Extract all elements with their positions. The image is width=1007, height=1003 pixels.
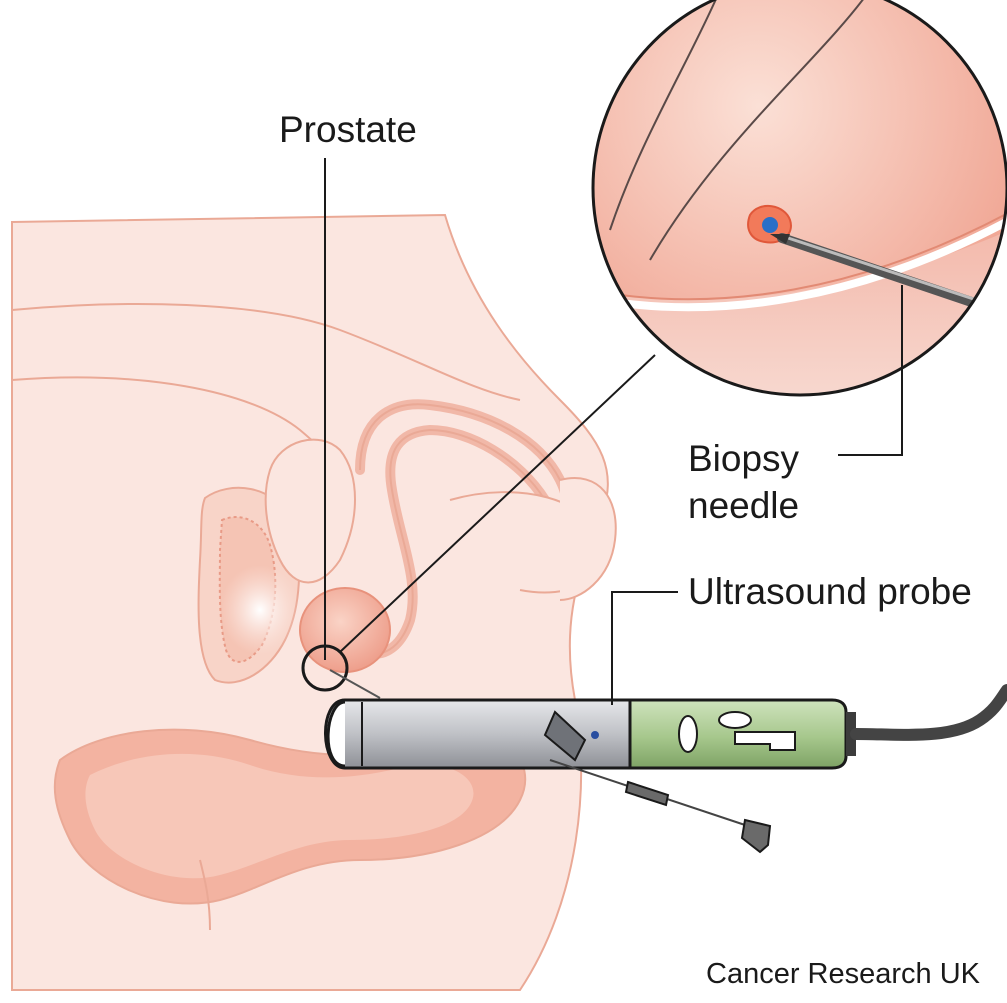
ultrasound-probe-label: Ultrasound probe — [688, 570, 972, 614]
penis — [560, 478, 616, 600]
handle-oval-vertical — [679, 716, 697, 752]
biopsy-needle-label-line1: Biopsy — [688, 437, 799, 481]
probe-cable — [856, 690, 1007, 735]
prostate-label: Prostate — [279, 108, 417, 152]
probe-marker — [591, 731, 599, 739]
biopsy-needle-label-line2: needle — [688, 484, 799, 528]
handle-oval-horizontal — [719, 712, 751, 728]
needle-hub-1 — [626, 782, 668, 805]
credit-text: Cancer Research UK — [706, 957, 980, 992]
needle-hub-2 — [742, 820, 770, 852]
ultrasound-probe-leader-line — [612, 592, 678, 705]
probe-shaft — [325, 700, 630, 768]
needle-tip-sample — [762, 217, 778, 233]
